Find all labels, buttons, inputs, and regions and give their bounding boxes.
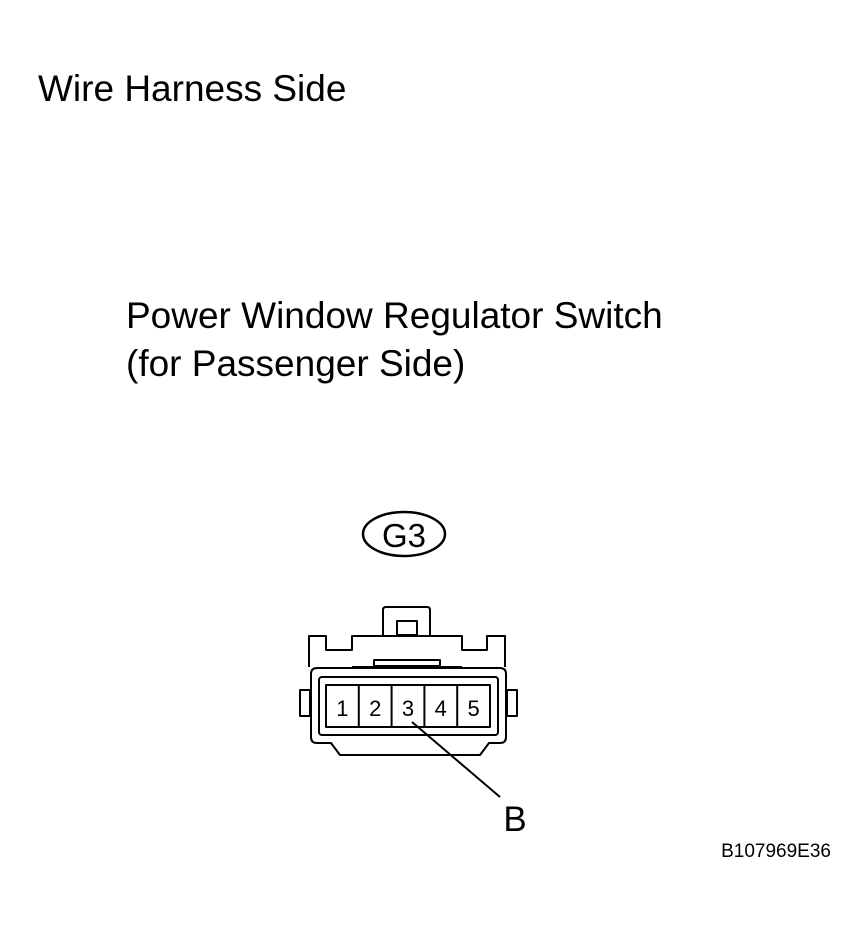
pin-number-5: 5 [467, 696, 479, 721]
connector-code-ellipse [361, 510, 447, 558]
connector-code-badge: G3 [361, 510, 447, 558]
connector-lock-tab-window [396, 620, 418, 636]
callout-label: B [503, 800, 526, 839]
connector-lock-tab [382, 606, 431, 636]
pin-number-3: 3 [402, 696, 414, 721]
pin-number-1: 1 [336, 696, 348, 721]
callout-leader-line [411, 721, 501, 798]
component-name: Power Window Regulator Switch (for Passe… [126, 292, 663, 388]
connector-side-tab-left [299, 689, 311, 717]
connector-side-tab-right [506, 689, 518, 717]
connector-latch-bar [373, 659, 441, 667]
pin-callout: B [411, 721, 527, 839]
connector-body [299, 606, 518, 756]
pin-number-2: 2 [369, 696, 381, 721]
connector-cavity-row [325, 684, 491, 728]
connector-housing-outline [310, 667, 507, 756]
wire-harness-side-heading: Wire Harness Side [38, 68, 347, 109]
connector-pins: 1 2 3 4 5 [336, 696, 479, 721]
connector-code-label: G3 [382, 517, 426, 554]
figure-code: B107969E36 [721, 841, 831, 862]
component-name-line-2: (for Passenger Side) [126, 343, 466, 384]
pin-number-4: 4 [435, 696, 447, 721]
component-name-line-1: Power Window Regulator Switch [126, 295, 663, 336]
connector-inner-face [318, 676, 499, 736]
connector-housing-top [308, 635, 506, 667]
